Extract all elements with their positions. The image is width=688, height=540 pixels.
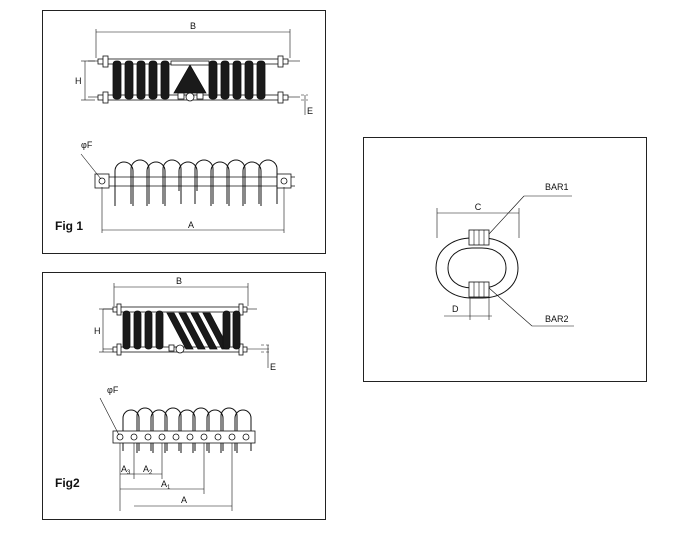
fig1-top-view [88,55,300,104]
fig1-coil [112,60,122,100]
fig2-bolt-hole [172,433,180,441]
ring-outer [435,237,519,299]
fig2-bolt-hole [242,433,250,441]
fig2-bolt-hole [158,433,166,441]
fig1-loop [130,159,150,204]
fig1-side-view [94,159,295,206]
fig1-coil [124,60,134,100]
fig2-dim-a3: A3 [121,464,131,476]
fig1-loop [146,161,166,206]
bar2-label: BAR2 [545,314,569,324]
fig1-panel: B H E φF [42,10,326,254]
dim-c: C [475,202,482,212]
fig2-coil [155,310,164,350]
fig2-coil [222,310,231,350]
fig2-coil [232,310,241,350]
fig1-loop [226,159,246,204]
fig2-bolt-hole [200,433,208,441]
fig2-coil [122,310,131,350]
fig2-coil [133,310,142,350]
fig1-loop [210,161,230,206]
fig1-coil [160,60,170,100]
fig1-loop [178,161,198,191]
fig1-coil [148,60,158,100]
fig2-loop [192,407,210,453]
fig1-drawing: B H E φF [55,21,313,233]
fig1-coil [208,60,218,100]
fig2-dim-e: E [270,362,276,372]
fig1-coil [232,60,242,100]
fig2-dim-a2: A2 [143,464,153,476]
fig1-coil [220,60,230,100]
fig1-center-wedge [173,64,207,94]
fig2-caption: Fig2 [55,476,80,490]
fig2-bolt-hole [116,433,124,441]
fig2-loop [234,409,252,451]
fig1-coil [136,60,146,100]
fig2-loop [122,409,140,451]
fig2-dim-f: φF [107,385,119,395]
fig2-slanted-coil [166,312,194,350]
fig2-top-plate [112,306,248,313]
fig2-bolt-hole [144,433,152,441]
fig2-slanted-coil [178,312,206,350]
bar1-label: BAR1 [545,182,569,192]
fig1-dim-b: B [190,21,196,31]
detail-drawing: C D BAR1 BAR2 [435,182,574,327]
fig2-loop [206,409,224,451]
fig1-coil [244,60,254,100]
fig2-bolt-hole [214,433,222,441]
fig2-panel: B H E [42,272,326,520]
fig2-loop [164,407,182,453]
fig2-bolt-hole [228,433,236,441]
fig1-loop [242,161,262,206]
fig2-top-view [103,303,269,356]
fig2-dim-a1: A1 [161,479,171,491]
fig1-dim-e: E [307,106,313,116]
fig1-loop [114,161,134,206]
fig2-dim-b: B [176,276,182,286]
detail-panel: C D BAR1 BAR2 [363,137,647,382]
fig1-loop [194,159,214,204]
fig1-dim-a: A [188,220,194,230]
fig1-dim-h: H [75,76,82,86]
fig1-caption: Fig 1 [55,219,83,233]
fig2-loop [220,407,238,453]
fig2-bolt-hole [130,433,138,441]
fig2-side-view [112,407,256,453]
fig2-dim-a: A [181,495,187,505]
fig2-slanted-coil [202,312,230,350]
fig1-loop [162,159,182,204]
fig2-coil [144,310,153,350]
fig2-loop [178,409,196,451]
fig2-loop [136,407,154,453]
fig2-dim-h: H [94,326,101,336]
fig2-slanted-coil [190,312,218,350]
fig1-loop [258,159,278,204]
fig1-coil [256,60,266,100]
fig2-loop [150,409,168,451]
fig2-bolt-hole [186,433,194,441]
fig1-dim-f: φF [81,140,93,150]
dim-d: D [452,304,459,314]
fig2-drawing: B H E [55,276,276,511]
